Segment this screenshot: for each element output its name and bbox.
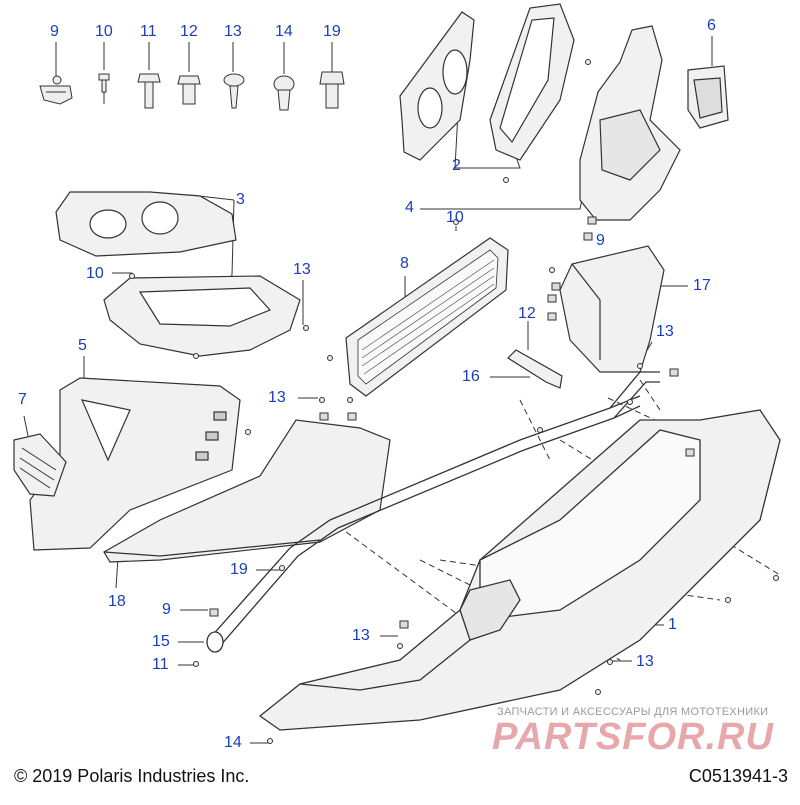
drawing-number: C0513941-3 (688, 766, 788, 786)
speed-nut-icon (39, 75, 73, 105)
callout-13-br: 13 (636, 653, 654, 670)
tube-frame (206, 371, 660, 653)
callout-13-center: 13 (268, 389, 286, 406)
callout-14-bottom: 14 (224, 734, 242, 751)
callout-3: 3 (236, 191, 245, 208)
callout-4: 4 (405, 199, 414, 216)
part-3-dash-panel (55, 191, 237, 257)
callout-10-grille: 10 (446, 209, 464, 226)
callout-9: 9 (50, 23, 59, 40)
callout-13-right: 13 (656, 323, 674, 340)
part-4-housing (579, 25, 681, 221)
callout-14: 14 (275, 23, 293, 40)
watermark-logo: PARTSFOR.RU (492, 716, 774, 758)
callout-1: 1 (668, 616, 677, 633)
flange-bolt-icon (137, 73, 161, 109)
watermark-tagline: ЗАПЧАСТИ И АКСЕССУАРЫ ДЛЯ МОТОТЕХНИКИ (497, 706, 769, 718)
callout-10-mid: 10 (86, 265, 104, 282)
part-2-speaker-pods (399, 3, 575, 161)
callout-13-bottom: 13 (352, 627, 370, 644)
callout-7: 7 (18, 391, 27, 408)
part-17-side-panel (559, 245, 665, 373)
part-3-lower-panel (103, 275, 301, 357)
screw-icon (98, 73, 110, 104)
copyright-notice: © 2019 Polaris Industries Inc. (14, 766, 250, 786)
callout-2: 2 (452, 157, 461, 174)
callout-17: 17 (693, 277, 711, 294)
callout-8: 8 (400, 255, 409, 272)
callout-5: 5 (78, 337, 87, 354)
part-16-bracket (507, 349, 563, 389)
callout-9-bottom: 9 (162, 601, 171, 618)
shoulder-bolt-icon (177, 75, 201, 105)
callout-6: 6 (707, 17, 716, 34)
part-5-side-panel (29, 377, 241, 551)
part-6-vent (687, 65, 729, 129)
callout-15: 15 (152, 633, 170, 650)
callout-11-bottom: 11 (152, 656, 169, 673)
callout-19-bottom: 19 (230, 561, 248, 578)
callout-12: 12 (180, 23, 198, 40)
hex-bolt-icon (319, 71, 345, 109)
callout-10: 10 (95, 23, 113, 40)
callout-9-mid: 9 (596, 232, 605, 249)
callout-13-left: 13 (293, 261, 311, 278)
part-7-vent (13, 433, 67, 497)
callout-19: 19 (323, 23, 341, 40)
callout-18: 18 (108, 593, 126, 610)
callout-16: 16 (462, 368, 480, 385)
part-18-footwell-panel (103, 419, 391, 563)
push-rivet-icon (273, 75, 295, 111)
callout-13: 13 (224, 23, 242, 40)
callout-11: 11 (140, 23, 157, 40)
hardware-row (39, 71, 345, 111)
part-1-floor-pan (258, 409, 781, 731)
pan-head-screw-icon (223, 73, 245, 109)
callout-12-mid: 12 (518, 305, 536, 322)
part-8-grille (345, 237, 509, 397)
